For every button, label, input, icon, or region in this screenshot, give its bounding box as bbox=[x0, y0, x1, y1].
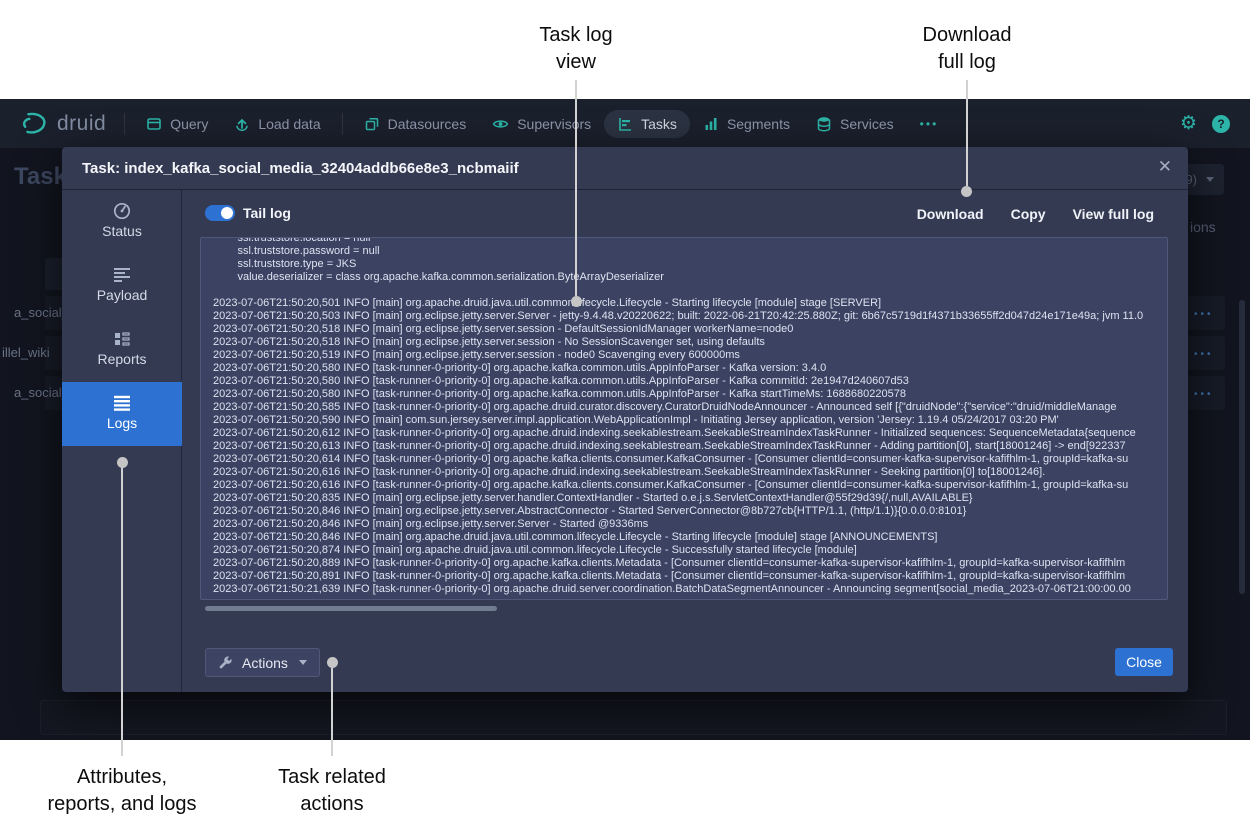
nav-item-more[interactable]: ••• bbox=[907, 111, 952, 137]
sidebar-item-logs[interactable]: Logs bbox=[62, 382, 182, 446]
nav-item-supervisors[interactable]: Supervisors bbox=[479, 110, 604, 138]
annotation-text: Task related bbox=[278, 766, 386, 788]
annotation-attributes-reports-logs: Attributes, reports, and logs bbox=[12, 764, 232, 818]
services-icon bbox=[817, 116, 831, 131]
annotation-dot bbox=[117, 457, 128, 468]
nav-item-load-data[interactable]: Load data bbox=[221, 110, 333, 138]
nav-item-segments[interactable]: Segments bbox=[690, 110, 803, 138]
nav-item-label: Datasources bbox=[387, 115, 467, 132]
sidebar-item-reports[interactable]: Reports bbox=[62, 318, 182, 382]
sidebar-item-label: Payload bbox=[96, 287, 148, 303]
chevron-down-icon bbox=[1206, 177, 1214, 182]
navbar-separator bbox=[124, 112, 126, 135]
annotation-download-full-log: Download full log bbox=[867, 22, 1067, 76]
annotation-line bbox=[575, 80, 577, 296]
table-cell-task-id: illel_wiki bbox=[2, 345, 50, 360]
actions-button-label: Actions bbox=[242, 654, 288, 671]
sidebar-item-label: Reports bbox=[97, 351, 147, 367]
table-row bbox=[40, 700, 1227, 735]
nav-item-label: Tasks bbox=[641, 115, 677, 132]
reports-icon bbox=[115, 332, 130, 346]
copy-link[interactable]: Copy bbox=[1010, 206, 1046, 222]
tail-log-toggle[interactable] bbox=[205, 205, 235, 221]
log-horizontal-scrollbar[interactable] bbox=[205, 606, 497, 611]
nav-item-label: Segments bbox=[726, 115, 790, 132]
navbar-separator bbox=[341, 112, 343, 135]
tail-log-label: Tail log bbox=[243, 205, 291, 221]
sidebar-item-payload[interactable]: Payload bbox=[62, 254, 182, 318]
druid-logo-icon bbox=[22, 112, 46, 134]
log-text: ssl.truststore.location = null ssl.trust… bbox=[213, 237, 1144, 595]
segments-icon bbox=[705, 117, 717, 130]
annotation-text: view bbox=[555, 51, 596, 73]
gear-icon[interactable]: ⚙ bbox=[1179, 113, 1197, 134]
dialog-titlebar: Task: index_kafka_social_media_32404addb… bbox=[62, 147, 1188, 190]
chevron-down-icon bbox=[298, 660, 307, 665]
query-icon bbox=[147, 117, 162, 130]
row-actions-button[interactable]: ••• bbox=[1194, 389, 1214, 400]
dialog-title: Task: index_kafka_social_media_32404addb… bbox=[82, 159, 519, 177]
nav-item-datasources[interactable]: Datasources bbox=[351, 110, 480, 138]
annotation-dot bbox=[327, 657, 338, 668]
navbar-right: ⚙ ? bbox=[1180, 114, 1230, 133]
annotation-dot bbox=[961, 186, 972, 197]
status-icon bbox=[113, 202, 131, 220]
nav-item-label: Services bbox=[839, 115, 894, 132]
table-cell-task-id: a_social_ bbox=[14, 385, 69, 400]
annotation-text: Attributes, bbox=[76, 766, 168, 788]
datasources-icon bbox=[365, 117, 378, 130]
nav-item-label: Supervisors bbox=[517, 115, 592, 132]
download-link[interactable]: Download bbox=[916, 206, 984, 222]
log-actions: Download Copy View full log bbox=[917, 206, 1154, 222]
table-cell-task-id: a_social_ bbox=[14, 305, 69, 320]
close-button[interactable]: Close bbox=[1115, 648, 1173, 676]
task-count-label: 9) bbox=[1185, 172, 1197, 187]
nav-item-query[interactable]: Query bbox=[133, 110, 221, 138]
view-full-log-link[interactable]: View full log bbox=[1072, 206, 1154, 222]
nav-item-services[interactable]: Services bbox=[803, 110, 907, 138]
actions-column-header: ions bbox=[1190, 219, 1216, 235]
tasks-icon bbox=[619, 117, 632, 131]
page-scrollbar[interactable] bbox=[1239, 300, 1245, 594]
close-icon[interactable]: ✕ bbox=[1157, 157, 1172, 176]
annotation-text: reports, and logs bbox=[47, 793, 197, 815]
annotation-task-log-view: Task log view bbox=[476, 22, 676, 76]
annotation-task-related-actions: Task related actions bbox=[232, 764, 432, 818]
annotation-text: Task log bbox=[539, 24, 613, 46]
wrench-icon bbox=[219, 656, 232, 669]
row-actions-button[interactable]: ••• bbox=[1194, 309, 1214, 320]
annotation-line bbox=[121, 467, 123, 756]
help-icon[interactable]: ? bbox=[1212, 114, 1230, 133]
nav-item-tasks[interactable]: Tasks bbox=[604, 109, 690, 138]
payload-icon bbox=[114, 268, 130, 282]
task-log-dialog: Task: index_kafka_social_media_32404addb… bbox=[62, 147, 1188, 692]
logs-icon bbox=[114, 395, 130, 411]
sidebar-item-status[interactable]: Status bbox=[62, 190, 182, 254]
annotation-dot bbox=[571, 296, 582, 307]
supervisors-icon bbox=[492, 119, 509, 128]
nav-item-label: Query bbox=[170, 115, 209, 132]
load-data-icon bbox=[236, 118, 249, 131]
druid-logo[interactable]: druid bbox=[20, 111, 106, 136]
task-log-view[interactable]: ssl.truststore.location = null ssl.trust… bbox=[200, 237, 1168, 600]
top-navbar: druid Query Load data bbox=[0, 99, 1250, 148]
annotation-line bbox=[966, 80, 968, 186]
actions-button[interactable]: Actions bbox=[205, 648, 320, 677]
annotation-line bbox=[331, 667, 333, 756]
nav-item-label: Load data bbox=[258, 115, 321, 132]
annotation-text: full log bbox=[938, 51, 996, 73]
druid-console: druid Query Load data bbox=[0, 99, 1250, 740]
more-icon: ••• bbox=[919, 116, 939, 131]
annotation-text: actions bbox=[300, 793, 364, 815]
annotation-text: Download bbox=[922, 24, 1012, 46]
row-actions-button[interactable]: ••• bbox=[1194, 349, 1214, 360]
sidebar-item-label: Status bbox=[102, 223, 142, 239]
brand-text: druid bbox=[57, 111, 107, 135]
sidebar-item-label: Logs bbox=[106, 415, 138, 431]
dialog-sidebar: Status Payload bbox=[62, 190, 182, 692]
